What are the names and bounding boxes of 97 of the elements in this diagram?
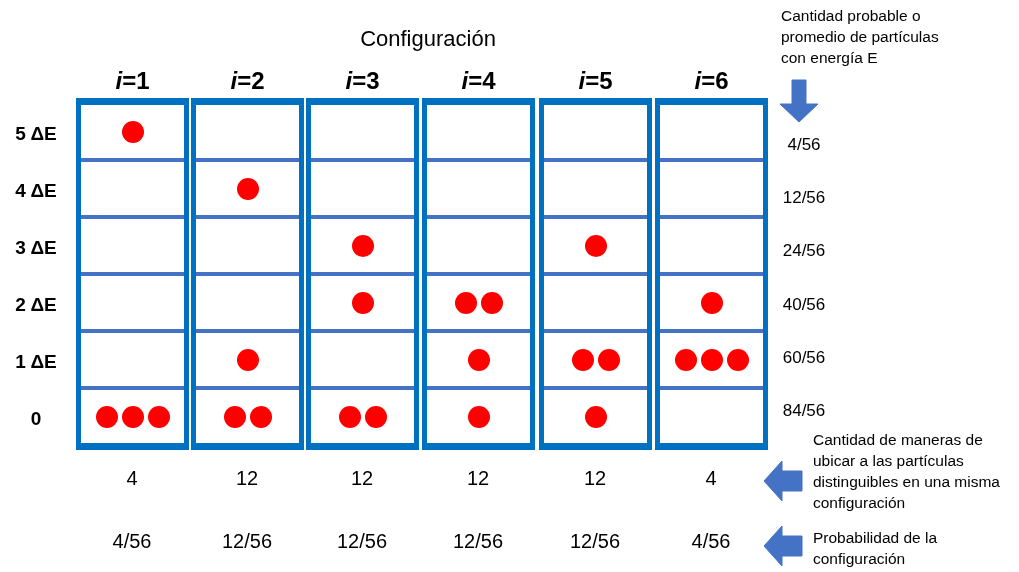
column-heading: i=3 bbox=[344, 67, 381, 95]
energy-level-cell bbox=[660, 331, 763, 388]
column-heading: i=4 bbox=[460, 67, 497, 95]
energy-level-cell bbox=[311, 217, 414, 274]
energy-level-cell bbox=[311, 103, 414, 160]
energy-level-label: 3 ΔE bbox=[15, 237, 57, 259]
energy-level-cell bbox=[81, 217, 184, 274]
value-label: 12/56 bbox=[569, 529, 621, 553]
energy-level-cell bbox=[544, 331, 647, 388]
energy-level-cell bbox=[660, 217, 763, 274]
energy-level-cell bbox=[660, 103, 763, 160]
particle-dot bbox=[597, 348, 620, 371]
energy-level-cell bbox=[196, 103, 299, 160]
value-label: 84/56 bbox=[782, 401, 826, 421]
particle-dot bbox=[454, 291, 477, 314]
note-text: Cantidad probable o promedio de partículas con energía E bbox=[781, 6, 953, 69]
particle-dot bbox=[467, 348, 490, 371]
energy-level-label: 2 ΔE bbox=[15, 294, 57, 316]
energy-level-cell bbox=[427, 160, 530, 217]
energy-level-cell bbox=[311, 160, 414, 217]
energy-level-label: 0 bbox=[30, 408, 42, 430]
energy-level-cell bbox=[81, 274, 184, 331]
energy-level-cell bbox=[81, 160, 184, 217]
particle-dot bbox=[223, 405, 246, 428]
column-heading: i=2 bbox=[229, 67, 266, 95]
energy-level-cell bbox=[544, 217, 647, 274]
particle-dot bbox=[726, 348, 749, 371]
energy-level-cell bbox=[427, 274, 530, 331]
value-label: 12/56 bbox=[452, 529, 504, 553]
energy-level-cell bbox=[81, 388, 184, 445]
column-heading: i=6 bbox=[693, 67, 730, 95]
energy-level-cell bbox=[427, 331, 530, 388]
value-label: 24/56 bbox=[782, 241, 826, 262]
particle-dot bbox=[121, 120, 144, 143]
block-arrow bbox=[763, 460, 803, 502]
note-text: Probabilidad de la configuración bbox=[813, 528, 1013, 570]
value-label: 12/56 bbox=[782, 188, 826, 209]
particle-dot bbox=[674, 348, 697, 371]
energy-level-label: 5 ΔE bbox=[15, 123, 57, 145]
value-label: 4/56 bbox=[787, 135, 821, 155]
energy-level-cell bbox=[311, 274, 414, 331]
energy-level-cell bbox=[544, 274, 647, 331]
particle-dot bbox=[147, 405, 170, 428]
energy-level-cell bbox=[427, 217, 530, 274]
energy-level-cell bbox=[196, 160, 299, 217]
value-label: 4 bbox=[126, 466, 138, 490]
particle-dot bbox=[364, 405, 387, 428]
energy-level-cell bbox=[427, 388, 530, 445]
particle-dot bbox=[351, 291, 374, 314]
value-label: 4/56 bbox=[112, 529, 152, 553]
particle-dot bbox=[584, 234, 607, 257]
energy-level-cell bbox=[660, 388, 763, 445]
energy-level-cell bbox=[196, 388, 299, 445]
energy-level-cell bbox=[196, 217, 299, 274]
particle-dot bbox=[480, 291, 503, 314]
value-label: 12 bbox=[350, 466, 374, 490]
particle-dot bbox=[338, 405, 361, 428]
value-label: 12 bbox=[466, 466, 490, 490]
particle-dot bbox=[121, 405, 144, 428]
block-arrow bbox=[763, 525, 803, 567]
energy-level-cell bbox=[660, 160, 763, 217]
energy-level-cell bbox=[427, 103, 530, 160]
particle-dot bbox=[95, 405, 118, 428]
particle-dot bbox=[467, 405, 490, 428]
energy-level-cell bbox=[196, 331, 299, 388]
value-label: 12 bbox=[583, 466, 607, 490]
particle-dot bbox=[236, 348, 259, 371]
energy-level-cell bbox=[311, 388, 414, 445]
particle-dot bbox=[236, 177, 259, 200]
energy-level-cell bbox=[544, 388, 647, 445]
column-heading: i=5 bbox=[577, 67, 614, 95]
note-text: Cantidad de maneras de ubicar a las partículas distinguibles en una misma configuración bbox=[813, 430, 1005, 514]
value-label: 40/56 bbox=[782, 294, 826, 315]
energy-level-cell bbox=[544, 103, 647, 160]
energy-level-label: 1 ΔE bbox=[15, 351, 57, 373]
value-label: 12/56 bbox=[336, 529, 388, 553]
energy-level-cell bbox=[196, 274, 299, 331]
energy-level-cell bbox=[660, 274, 763, 331]
particle-dot bbox=[249, 405, 272, 428]
value-label: 12/56 bbox=[221, 529, 273, 553]
energy-level-cell bbox=[81, 331, 184, 388]
particle-dot bbox=[571, 348, 594, 371]
value-label: 4/56 bbox=[691, 529, 731, 553]
value-label: 4 bbox=[705, 466, 717, 490]
particle-dot bbox=[584, 405, 607, 428]
energy-level-label: 4 ΔE bbox=[15, 180, 57, 202]
column-heading: i=1 bbox=[114, 67, 151, 95]
block-arrow bbox=[779, 79, 819, 123]
diagram-title: Configuración bbox=[359, 26, 497, 52]
value-label: 60/56 bbox=[782, 347, 826, 368]
particle-dot bbox=[700, 291, 723, 314]
energy-level-cell bbox=[544, 160, 647, 217]
energy-level-cell bbox=[81, 103, 184, 160]
particle-dot bbox=[700, 348, 723, 371]
value-label: 12 bbox=[235, 466, 259, 490]
energy-level-cell bbox=[311, 331, 414, 388]
particle-dot bbox=[351, 234, 374, 257]
